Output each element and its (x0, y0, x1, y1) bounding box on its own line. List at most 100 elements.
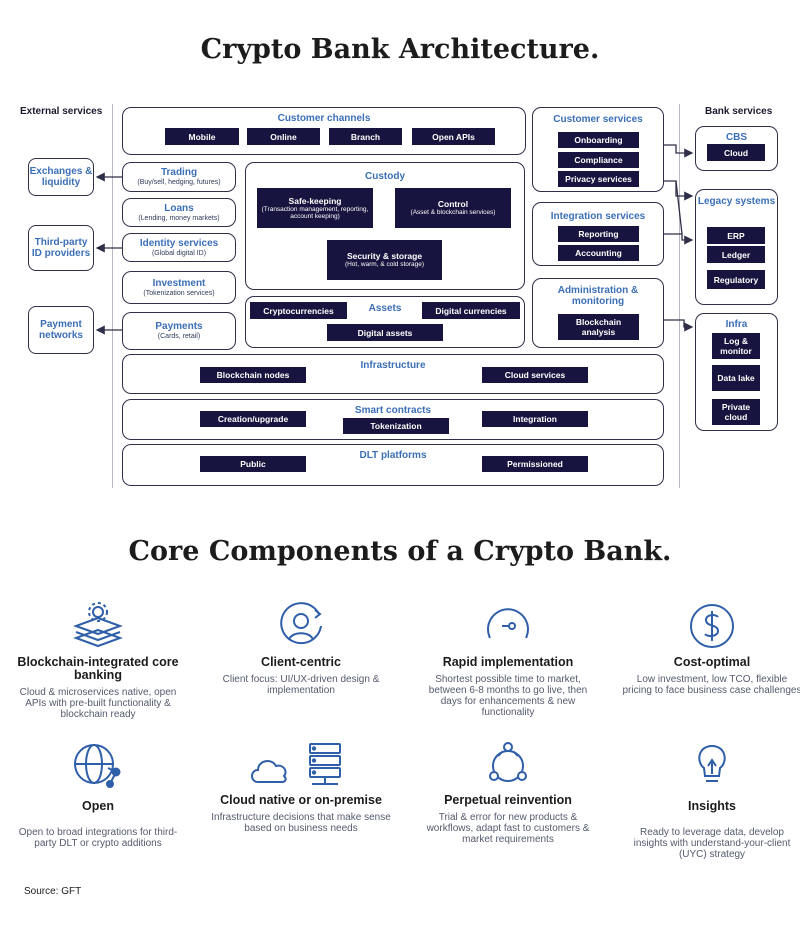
cbs-title: CBS (725, 132, 748, 143)
investment-title: Investment (152, 278, 206, 289)
chip-private-cloud: Private cloud (712, 399, 760, 425)
component-title: Perpetual reinvention (444, 793, 572, 807)
chip-regulatory: Regulatory (707, 270, 765, 289)
chip-creation-upgrade: Creation/upgrade (200, 411, 306, 427)
component-title: Open (82, 799, 114, 813)
left-divider (112, 104, 113, 488)
trading-box: Trading (Buy/sell, hedging, futures) (122, 162, 236, 192)
loans-title: Loans (164, 203, 194, 214)
external-services-label: External services (20, 106, 103, 117)
infra-title: Infra (725, 319, 748, 330)
component-perpetual-reinvention: Perpetual reinvention Trial & error for … (418, 738, 598, 845)
user-circle-icon (211, 600, 391, 652)
speedometer-icon (418, 600, 598, 652)
component-desc: Low investment, low TCO, flexible pricin… (622, 674, 800, 696)
arrow-admin-infra (664, 319, 694, 332)
layered-gear-icon (8, 600, 188, 652)
investment-box: Investment (Tokenization services) (122, 271, 236, 304)
safe-keeping-title: Safe-keeping (288, 195, 342, 206)
chip-blockchain-analysis: Blockchain analysis (558, 314, 639, 340)
chip-digital-currencies: Digital currencies (422, 302, 520, 319)
dollar-circle-icon (622, 600, 800, 652)
third-party-id-box: Third-party ID providers (28, 225, 94, 271)
components-title: Core Components of a Crypto Bank. (128, 536, 672, 567)
chip-permissioned: Permissioned (482, 456, 588, 472)
component-core-banking: Blockchain-integrated core banking Cloud… (8, 600, 188, 720)
safe-keeping-sub: (Transaction management, reporting, acco… (261, 205, 369, 221)
chip-reporting: Reporting (558, 226, 639, 242)
arrow-cs-cbs (664, 144, 694, 158)
control-title: Control (437, 199, 469, 210)
chip-branch: Branch (329, 128, 402, 145)
component-title: Blockchain-integrated core banking (17, 655, 179, 682)
cloud-server-icon (211, 738, 391, 790)
right-divider (679, 104, 680, 488)
architecture-title: Crypto Bank Architecture. (200, 34, 600, 65)
chip-digital-assets: Digital assets (327, 324, 443, 341)
admin-title: Administration & monitoring (557, 285, 639, 307)
payment-networks-box: Payment networks (28, 306, 94, 354)
component-title: Client-centric (261, 655, 341, 669)
dlt-title: DLT platforms (359, 450, 427, 461)
component-rapid-implementation: Rapid implementation Shortest possible t… (418, 600, 598, 718)
component-title: Cloud native or on-premise (220, 793, 382, 807)
chip-blockchain-nodes: Blockchain nodes (200, 367, 306, 383)
component-client-centric: Client-centric Client focus: UI/UX-drive… (211, 600, 391, 696)
identity-services-box: Identity services (Global digital ID) (122, 233, 236, 262)
custody-title: Custody (365, 171, 405, 182)
component-desc: Ready to leverage data, develop insights… (633, 827, 791, 860)
assets-title: Assets (368, 303, 402, 314)
payments-sub: (Cards, retail) (157, 333, 201, 340)
source-note: Source: GFT (24, 886, 82, 897)
payments-title: Payments (155, 321, 203, 332)
chip-tokenization: Tokenization (343, 418, 449, 434)
chip-integration: Integration (482, 411, 588, 427)
customer-services-title: Customer services (553, 114, 643, 125)
lightbulb-icon (622, 738, 800, 790)
component-desc: Infrastructure decisions that make sense… (211, 812, 391, 834)
chip-safe-keeping: Safe-keeping (Transaction management, re… (257, 188, 373, 228)
infrastructure-title: Infrastructure (360, 360, 426, 371)
security-sub: (Hot, warm, & cold storage) (344, 261, 425, 269)
trading-title: Trading (160, 167, 198, 178)
chip-onboarding: Onboarding (558, 132, 639, 148)
arrow-int-legacy (664, 233, 694, 245)
globe-network-icon (8, 738, 188, 790)
chip-privacy-services: Privacy services (558, 171, 639, 187)
component-title: Cost-optimal (673, 655, 751, 669)
identity-sub: (Global digital ID) (151, 250, 207, 257)
component-desc: Trial & error for new products & workflo… (426, 812, 590, 845)
chip-security-storage: Security & storage (Hot, warm, & cold st… (327, 240, 442, 280)
chip-ledger: Ledger (707, 246, 765, 263)
bank-services-label: Bank services (705, 106, 773, 117)
component-desc: Open to broad integrations for third-par… (18, 827, 178, 849)
chip-erp: ERP (707, 227, 765, 244)
smart-contracts-title: Smart contracts (354, 405, 432, 416)
arrow-cs-legacy (664, 180, 694, 201)
control-sub: (Asset & blockchain services) (410, 209, 496, 217)
chip-cloud: Cloud (707, 144, 765, 161)
component-desc: Cloud & microservices native, open APIs … (19, 687, 177, 720)
component-desc: Client focus: UI/UX-driven design & impl… (222, 674, 380, 696)
chip-public: Public (200, 456, 306, 472)
component-title: Rapid implementation (442, 655, 574, 669)
chip-control: Control (Asset & blockchain services) (395, 188, 511, 228)
cycle-people-icon (418, 738, 598, 790)
loans-box: Loans (Lending, money markets) (122, 198, 236, 227)
exchanges-box: Exchanges & liquidity (28, 158, 94, 196)
payments-box: Payments (Cards, retail) (122, 312, 236, 350)
chip-accounting: Accounting (558, 245, 639, 261)
chip-compliance: Compliance (558, 152, 639, 168)
integration-services-title: Integration services (550, 211, 646, 222)
chip-online: Online (247, 128, 320, 145)
chip-cloud-services: Cloud services (482, 367, 588, 383)
chip-open-apis: Open APIs (412, 128, 495, 145)
component-insights: Insights Ready to leverage data, develop… (622, 738, 800, 860)
legacy-title: Legacy systems (697, 196, 776, 207)
component-desc: Shortest possible time to market, betwee… (428, 674, 588, 718)
security-title: Security & storage (346, 251, 423, 262)
component-cost-optimal: Cost-optimal Low investment, low TCO, fl… (622, 600, 800, 696)
investment-sub: (Tokenization services) (143, 290, 215, 297)
chip-mobile: Mobile (165, 128, 239, 145)
chip-data-lake: Data lake (712, 365, 760, 391)
